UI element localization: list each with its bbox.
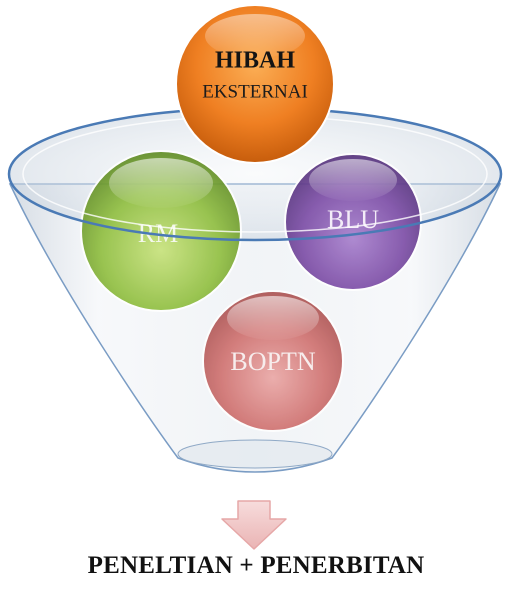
output-label: PENELTIAN + PENERBITAN xyxy=(87,552,425,579)
rm-ball: RM xyxy=(80,150,242,312)
blu-label: BLU xyxy=(327,205,379,234)
funnel-neck xyxy=(177,439,333,469)
down-arrow-icon xyxy=(221,500,287,550)
boptn-ball: BOPTN xyxy=(202,290,344,432)
hibah-title: HIBAH xyxy=(215,48,295,74)
hibah-eksternai-ball: HIBAH EKSTERNAI xyxy=(175,4,335,164)
hibah-subtitle: EKSTERNAI xyxy=(202,81,308,102)
boptn-label: BOPTN xyxy=(230,347,315,376)
blu-ball: BLU xyxy=(284,153,422,291)
